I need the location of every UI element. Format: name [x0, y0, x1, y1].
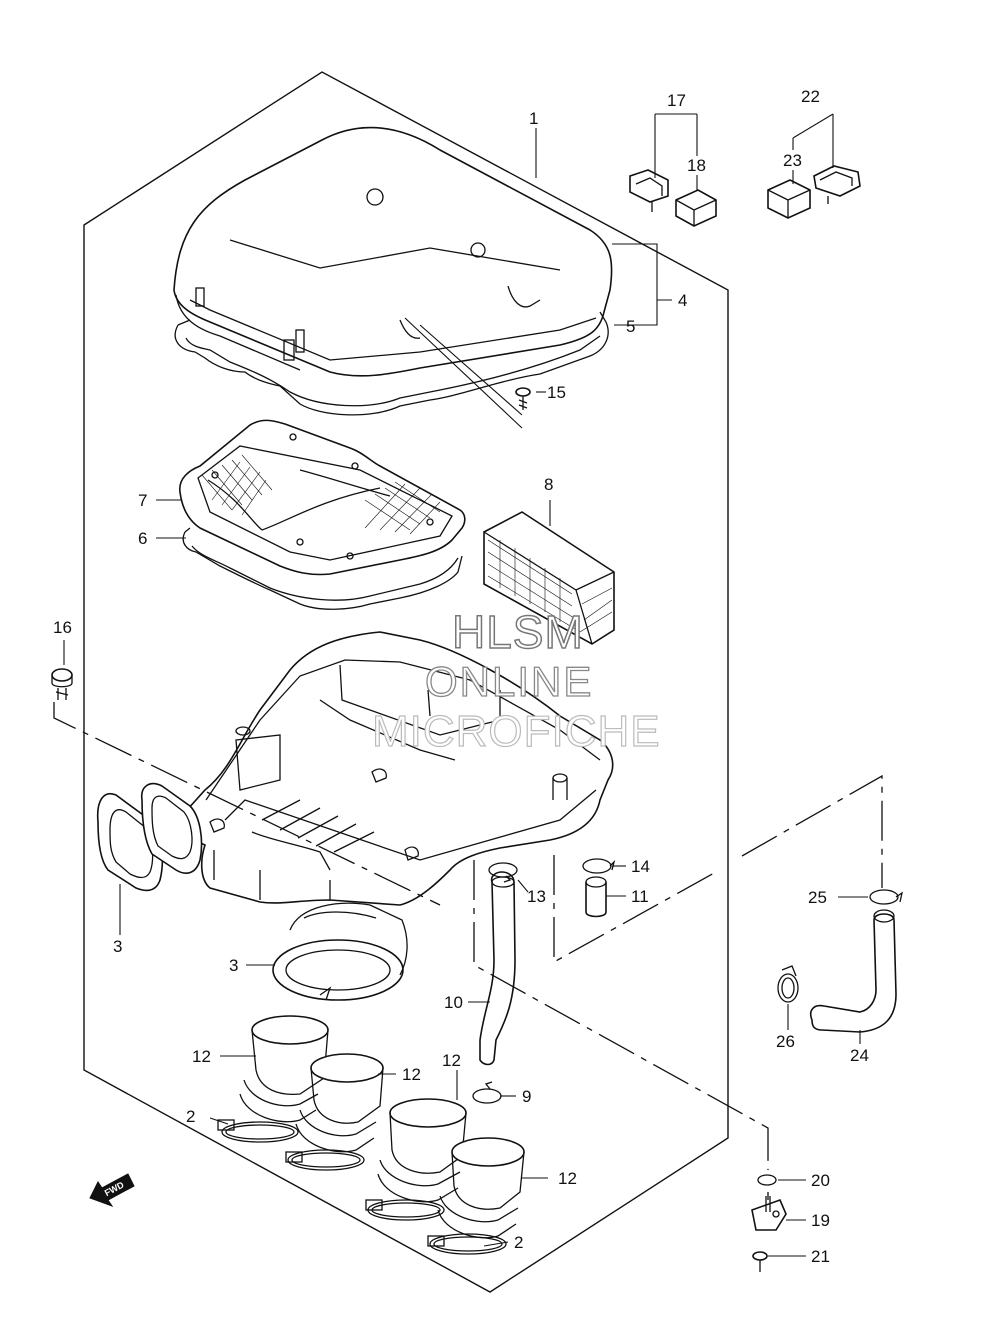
clamp-9: [472, 1088, 502, 1104]
callout-22: 22: [801, 87, 820, 106]
air-filter-element: [179, 419, 466, 576]
hose-24: [809, 909, 897, 1033]
screw-15: [515, 387, 531, 410]
clamp-13: [488, 862, 518, 878]
clamp-25-tab: [895, 891, 903, 903]
air-box-case: [176, 631, 614, 906]
clamp-14: [582, 858, 612, 874]
sensor-19: [751, 1196, 787, 1231]
callout-12d: 12: [558, 1169, 577, 1188]
rubber-23: [767, 179, 811, 219]
bolt-16: [51, 668, 73, 700]
callout-12a: 12: [192, 1047, 211, 1066]
drain-hose: [479, 871, 516, 1066]
intake-boot-left: [96, 782, 203, 892]
clamp-set-lower: [365, 1199, 507, 1255]
callout-3a: 3: [113, 937, 122, 956]
hose-11: [585, 876, 607, 918]
filter-gasket-inner: [191, 545, 459, 601]
callout-12c: 12: [442, 1051, 461, 1070]
cap-gasket-inner: [185, 335, 601, 407]
watermark-line-2: ONLINE: [425, 658, 593, 705]
callout-15: 15: [547, 383, 566, 402]
callout-24: 24: [850, 1046, 869, 1065]
callout-13: 13: [527, 887, 546, 906]
callout-8: 8: [544, 475, 553, 494]
dash-16: [53, 702, 441, 906]
callout-17: 17: [667, 91, 686, 110]
watermark-line-1: HLSM: [452, 606, 584, 658]
leader-15-b: [419, 324, 523, 416]
intake-funnel-4: [437, 1137, 525, 1239]
callout-12b: 12: [402, 1065, 421, 1084]
sensor-17: [629, 169, 669, 212]
dash-right-lower: [741, 774, 883, 888]
screw-21: [752, 1251, 768, 1272]
callout-2b: 2: [514, 1233, 523, 1252]
callout-20: 20: [811, 1171, 830, 1190]
callout-11: 11: [631, 887, 649, 906]
callout-7: 7: [138, 491, 147, 510]
clamp-13-tab: [503, 875, 512, 883]
filter-gasket: [182, 527, 463, 610]
clamp-26: [777, 965, 799, 1003]
callout-25: 25: [808, 888, 827, 907]
callout-23: 23: [783, 151, 802, 170]
sensor-22: [813, 165, 861, 204]
air-cleaner-cap: [173, 126, 613, 377]
leader-lines: [63, 113, 868, 1257]
dash-drain: [473, 860, 769, 1170]
callout-14: 14: [631, 857, 650, 876]
callout-26: 26: [776, 1032, 795, 1051]
washer-20: [757, 1174, 777, 1186]
watermark-line-3: MICROFICHE: [372, 707, 661, 756]
clamp-14-tab: [609, 859, 616, 871]
leader-15-a: [404, 317, 523, 429]
cap-gasket: [174, 311, 609, 416]
dash-right-upper: [553, 855, 717, 964]
callout-18: 18: [687, 156, 706, 175]
clamp-set-upper: [217, 1119, 365, 1171]
fwd-arrow-icon: FWD: [89, 1173, 135, 1207]
rubber-18: [675, 189, 717, 227]
callout-21: 21: [811, 1247, 830, 1266]
callout-16: 16: [53, 618, 72, 637]
callout-1: 1: [529, 109, 538, 128]
callout-4: 4: [678, 291, 687, 310]
intake-funnel-1: [239, 1015, 329, 1123]
callout-6: 6: [138, 529, 147, 548]
callout-9: 9: [522, 1087, 531, 1106]
intake-funnel-3: [377, 1098, 467, 1203]
clamp-9-tab: [484, 1081, 493, 1090]
callout-10: 10: [444, 993, 463, 1012]
intake-funnel-2: [295, 1053, 384, 1153]
callout-19: 19: [811, 1211, 830, 1230]
assembly-outline: [83, 71, 729, 1293]
intake-duct-oval: [272, 902, 408, 1001]
callout-5: 5: [626, 317, 635, 336]
clamp-25: [869, 889, 899, 905]
sponge-block: [483, 511, 615, 645]
callout-2a: 2: [186, 1107, 195, 1126]
callout-3b: 3: [229, 956, 238, 975]
